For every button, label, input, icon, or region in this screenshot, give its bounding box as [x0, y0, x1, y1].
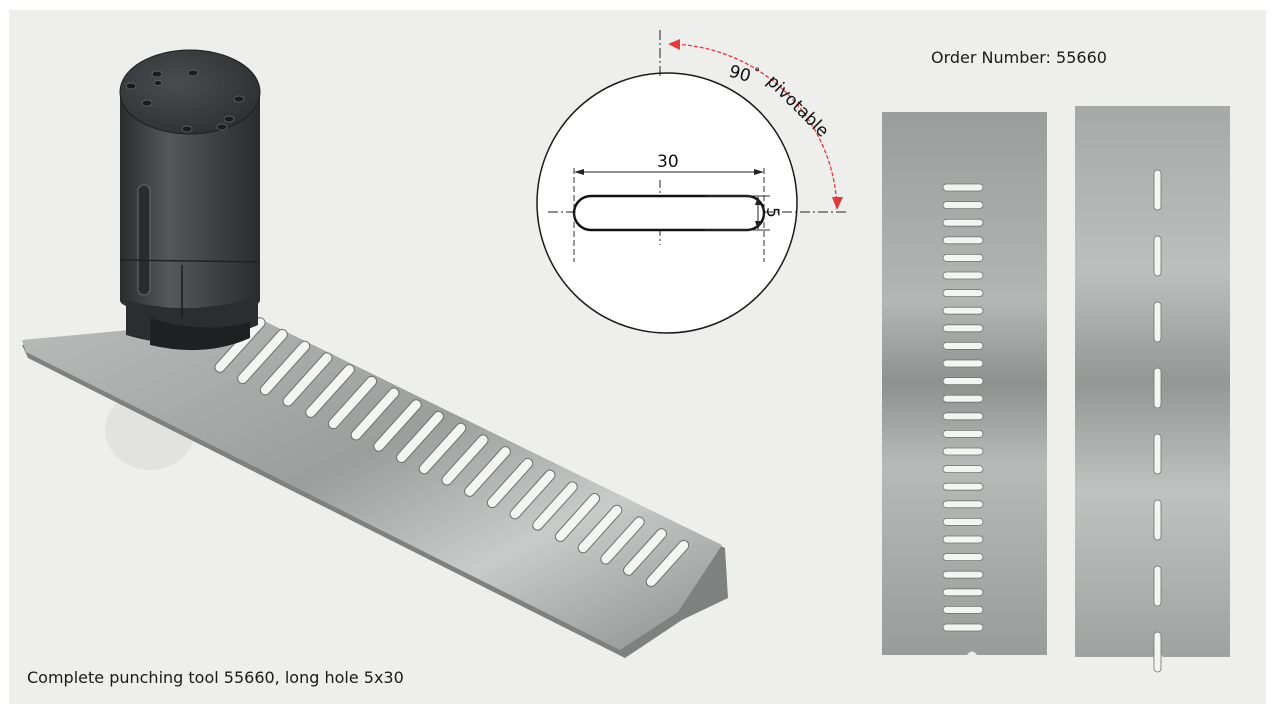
horizontal-slot — [942, 183, 984, 192]
punching-tool-illustration — [119, 49, 261, 351]
vertical-slot — [1153, 367, 1162, 409]
horizontal-slot — [942, 588, 984, 597]
sample-strip-horizontal-slots — [882, 112, 1047, 655]
sheet-slot — [441, 434, 489, 486]
horizontal-slot — [942, 500, 984, 509]
sheet-slot — [532, 481, 578, 531]
vertical-slot — [1153, 565, 1162, 607]
horizontal-slot — [942, 553, 984, 561]
horizontal-slot — [942, 201, 984, 210]
sheet-slot — [373, 399, 422, 452]
horizontal-slot — [942, 535, 984, 544]
horizontal-slot — [942, 570, 984, 579]
horizontal-slot — [942, 306, 984, 315]
sheet-slot — [396, 410, 444, 464]
pivot-arrow-start — [668, 39, 680, 50]
horizontal-slot — [942, 271, 984, 280]
pivot-arc — [669, 43, 838, 209]
horizontal-slot — [942, 394, 984, 403]
vertical-slot — [1153, 433, 1162, 475]
vertical-slot — [1153, 631, 1162, 673]
sheet-slot — [554, 493, 601, 542]
horizontal-slot — [942, 218, 984, 227]
height-dimension-label: 5 — [762, 207, 782, 218]
figure-caption: Complete punching tool 55660, long hole … — [27, 668, 404, 687]
sheet-slots — [214, 317, 690, 588]
horizontal-slot — [942, 377, 984, 386]
horizontal-slot — [942, 429, 984, 438]
vertical-slot — [1153, 235, 1162, 277]
sheet-slot — [600, 516, 645, 565]
order-number-label: Order Number: 55660 — [931, 48, 1107, 67]
sheet-slot — [237, 328, 288, 385]
angle-unit-label: ° — [751, 65, 761, 80]
horizontal-slot — [942, 447, 984, 456]
sheet-slot — [464, 446, 511, 497]
horizontal-slot — [942, 606, 984, 614]
horizontal-slot — [942, 359, 984, 368]
sheet-slot — [645, 539, 690, 588]
width-dimension-label: 30 — [657, 152, 679, 172]
sheet-slot — [350, 387, 400, 441]
sheet-slot — [259, 340, 311, 396]
pivot-arrow-end — [832, 197, 843, 210]
sheet-slot — [282, 352, 333, 407]
vertical-slot — [1153, 499, 1162, 541]
sheet-slot — [305, 364, 355, 418]
horizontal-slot — [942, 253, 984, 262]
horizontal-slots — [942, 183, 984, 632]
technical-drawing: 30 5 90 ° pivotable — [536, 30, 848, 334]
sheet-slot — [486, 457, 534, 509]
horizontal-slot — [942, 236, 984, 245]
sheet-slot — [577, 504, 623, 554]
sheet-slot — [418, 422, 467, 475]
sheet-metal-illustration — [22, 317, 728, 658]
vertical-slot — [1153, 169, 1162, 211]
horizontal-slot — [942, 324, 984, 333]
horizontal-slot — [942, 465, 984, 474]
horizontal-slot — [942, 482, 984, 491]
horizontal-slot — [942, 341, 984, 350]
horizontal-slot — [942, 289, 984, 298]
horizontal-slot — [942, 623, 984, 632]
sheet-slot — [623, 528, 667, 576]
long-hole-outline — [572, 194, 766, 232]
sheet-slot — [327, 375, 378, 430]
sheet-slot — [509, 469, 556, 520]
vertical-slot — [1153, 301, 1162, 343]
sample-strip-vertical-slots — [1075, 106, 1230, 673]
horizontal-slot — [942, 518, 984, 526]
horizontal-slot — [942, 412, 984, 421]
vertical-slots — [1153, 169, 1162, 673]
